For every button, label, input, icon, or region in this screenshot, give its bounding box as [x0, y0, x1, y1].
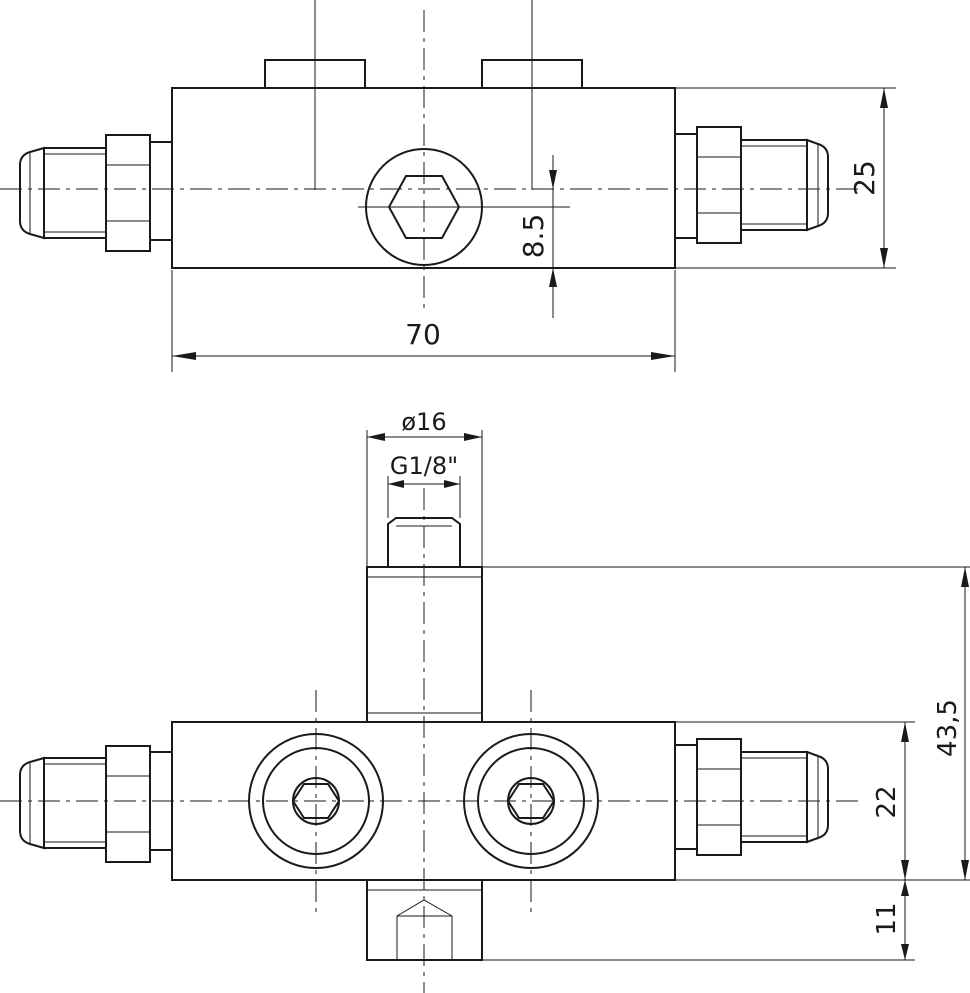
right-fitting-front [674, 738, 829, 856]
right-fitting-top [674, 126, 829, 244]
dimension-overall-height: 43,5 [933, 699, 963, 757]
dimension-bottom-height: 11 [872, 902, 902, 935]
front-view: ø16 G1/8" 43,5 22 11 [0, 408, 970, 993]
dimension-height-top: 25 [848, 160, 881, 196]
dimension-width-top: 70 [405, 318, 441, 351]
left-fitting-top [19, 134, 173, 252]
dimension-offset-top: 8.5 [517, 214, 550, 259]
dimension-thread-size: G1/8" [390, 452, 458, 480]
dimension-port-diameter: ø16 [401, 408, 446, 436]
top-view: 70 25 8.5 [0, 0, 896, 372]
left-fitting-front [19, 745, 173, 863]
dimension-body-height: 22 [872, 785, 902, 818]
